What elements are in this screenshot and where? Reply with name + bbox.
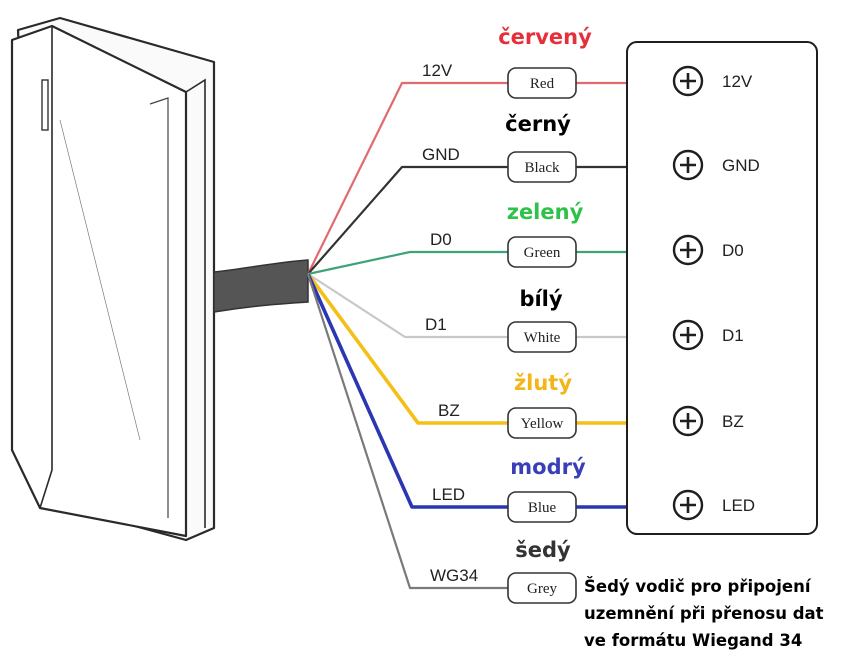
plus-glyph [680, 157, 696, 173]
terminal-label-led: LED [722, 496, 755, 515]
czech-color-led: modrý [510, 455, 586, 479]
czech-color-wg34: šedý [515, 538, 571, 562]
terminal-block [626, 41, 818, 535]
plus-glyph [680, 327, 696, 343]
badge-d0 [507, 236, 577, 268]
wire-label-wg34: WG34 [430, 566, 478, 585]
badge-text-gnd: Black [525, 160, 560, 176]
badge-12v [507, 67, 577, 99]
note-line-3: ve formátu Wiegand 34 [584, 631, 802, 650]
wire-d0 [307, 250, 627, 276]
wire-wg34 [306, 273, 508, 590]
wire-label-d1: D1 [425, 315, 447, 334]
wire-bz [306, 272, 627, 425]
czech-color-d1: bílý [519, 287, 562, 311]
wire-label-led: LED [432, 485, 465, 504]
plus-glyph [680, 497, 696, 513]
badge-text-d0: Green [524, 245, 561, 261]
reader-side-line [185, 78, 206, 528]
czech-color-12v: červený [498, 25, 592, 49]
badge-wg34 [507, 572, 577, 604]
note-line-2: uzemnění při přenosu dat [584, 604, 824, 623]
cable [213, 259, 309, 313]
terminal-gnd: GND [672, 149, 760, 181]
plus-glyph [680, 242, 696, 258]
wire-label-d0: D0 [430, 230, 452, 249]
badge-text-d1: White [524, 330, 561, 346]
wire-label-bz: BZ [438, 401, 460, 420]
reader-indicator-slot [41, 79, 49, 131]
wiegand-note: Šedý vodič pro připojení uzemnění při př… [584, 577, 824, 650]
terminal-d0: D0 [672, 234, 744, 266]
note-line-1: Šedý vodič pro připojení [584, 577, 812, 596]
reader-face-fold [59, 119, 141, 441]
wire-label-gnd: GND [422, 145, 460, 164]
reader-face-edge [39, 26, 53, 509]
terminal-label-d1: D1 [722, 326, 744, 345]
badge-text-12v: Red [530, 76, 555, 92]
terminal-label-bz: BZ [722, 412, 744, 431]
badge-text-bz: Yellow [521, 416, 564, 432]
wire-12v [307, 81, 627, 275]
terminal-d1: D1 [672, 319, 744, 351]
terminal-12v: 12V [672, 65, 753, 97]
badge-text-wg34: Grey [527, 581, 557, 597]
reader-front-face [10, 24, 188, 538]
czech-color-gnd: černý [505, 112, 571, 136]
badge-text-led: Blue [528, 500, 557, 516]
plus-glyph [680, 413, 696, 429]
badge-gnd [507, 151, 577, 183]
badge-d1 [507, 321, 577, 353]
card-reader-device [10, 16, 216, 542]
czech-color-d0: zelený [507, 200, 584, 224]
wire-d1 [307, 273, 627, 339]
czech-color-bz: žlutý [514, 371, 572, 395]
badge-led [507, 491, 577, 523]
reader-inner-line [149, 97, 169, 518]
terminal-label-gnd: GND [722, 156, 760, 175]
terminal-label-d0: D0 [722, 241, 744, 260]
wires [306, 81, 627, 590]
badge-bz [507, 407, 577, 439]
terminal-led: LED [672, 489, 755, 521]
terminal-bz: BZ [672, 405, 744, 437]
wire-label-12v: 12V [422, 61, 453, 80]
plus-glyph [680, 73, 696, 89]
terminal-label-12v: 12V [722, 72, 753, 91]
